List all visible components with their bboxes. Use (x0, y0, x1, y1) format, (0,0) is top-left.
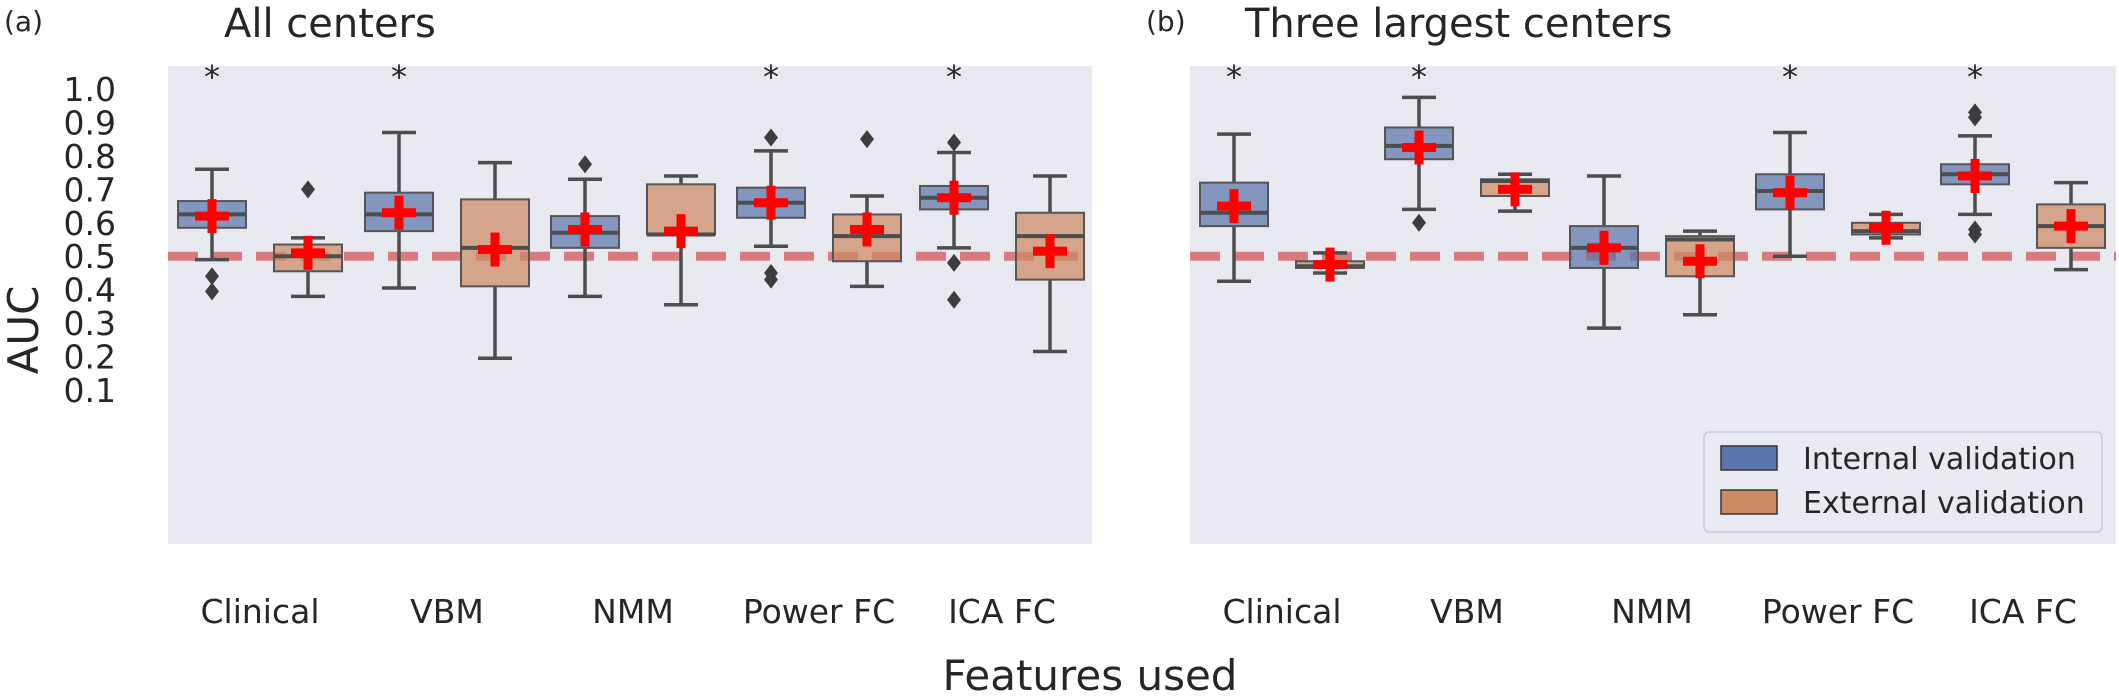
internal-outlier (1412, 213, 1426, 232)
significance-star: * (1411, 58, 1427, 96)
significance-star: * (1967, 58, 1983, 96)
x-tick-label: Clinical (1223, 592, 1342, 631)
x-tick-label: Clinical (201, 592, 320, 631)
panel-b-title: Three largest centers (1244, 1, 1672, 47)
x-tick-label: ICA FC (948, 592, 1056, 631)
internal-outlier (947, 290, 961, 309)
external-mean-marker (1045, 234, 1055, 269)
internal-mean-marker (1414, 130, 1424, 165)
panel-b-plot: Clinical * VBM * NMM Power FC * ICA FC * (1190, 58, 2116, 631)
x-tick-label: VBM (410, 592, 484, 631)
internal-mean-marker (1970, 158, 1980, 193)
significance-star: * (946, 58, 962, 96)
external-outlier (301, 180, 315, 199)
internal-mean-marker (580, 212, 590, 247)
external-mean-marker (2066, 209, 2076, 244)
internal-mean-marker (1785, 175, 1795, 210)
x-tick-label: Power FC (743, 592, 895, 631)
y-tick-labels: 0.10.20.30.40.50.60.70.80.91.0 (64, 70, 116, 410)
external-mean-marker (490, 232, 500, 267)
legend-internal-label: Internal validation (1803, 442, 2076, 477)
panel-a-plot: Clinical * VBM * NMM Power FC * ICA FC * (168, 58, 1092, 631)
legend-external-label: External validation (1803, 486, 2085, 521)
external-mean-marker (1881, 210, 1891, 245)
y-axis-label: AUC (0, 286, 48, 375)
internal-outlier (205, 267, 219, 286)
panel-a-background (168, 66, 1092, 544)
external-mean-marker (1695, 244, 1705, 279)
internal-outlier (764, 128, 778, 147)
internal-outlier (947, 253, 961, 272)
x-tick-label: NMM (1611, 592, 1693, 631)
y-tick-label: 0.4 (64, 271, 116, 310)
significance-star: * (391, 58, 407, 96)
x-tick-label: NMM (592, 592, 674, 631)
significance-star: * (763, 58, 779, 96)
external-mean-marker (1325, 247, 1335, 282)
panel-b-label: (b) (1146, 5, 1186, 38)
legend-external-swatch (1720, 489, 1778, 515)
internal-mean-marker (394, 195, 404, 230)
y-tick-label: 0.2 (64, 338, 116, 377)
internal-mean-marker (766, 185, 776, 220)
internal-outlier (578, 155, 592, 174)
y-tick-label: 0.7 (64, 170, 116, 209)
external-mean-marker (676, 214, 686, 249)
y-tick-label: 0.9 (64, 103, 116, 142)
y-tick-label: 0.5 (64, 237, 116, 276)
panel-a-title: All centers (224, 1, 436, 47)
legend-internal-swatch (1720, 445, 1778, 471)
internal-outlier (764, 270, 778, 289)
legend-frame (1703, 431, 2103, 533)
y-tick-label: 0.3 (64, 304, 116, 343)
internal-outlier (205, 282, 219, 301)
internal-mean-marker (1599, 230, 1609, 265)
y-tick-label: 0.6 (64, 204, 116, 243)
external-mean-marker (303, 235, 313, 270)
internal-outlier (1968, 108, 1982, 127)
internal-outlier (1968, 225, 1982, 244)
internal-mean-marker (1229, 189, 1239, 224)
internal-mean-marker (949, 180, 959, 215)
y-tick-label: 0.1 (64, 371, 116, 410)
internal-mean-marker (207, 199, 217, 234)
y-tick-label: 0.8 (64, 137, 116, 176)
panel-a-label: (a) (4, 5, 43, 38)
significance-star: * (1782, 58, 1798, 96)
significance-star: * (204, 58, 220, 96)
external-mean-marker (862, 212, 872, 247)
legend: Internal validation External validation (1703, 431, 2103, 533)
y-tick-label: 1.0 (64, 70, 116, 109)
external-outlier (860, 130, 874, 149)
x-tick-label: VBM (1430, 592, 1504, 631)
x-tick-label: ICA FC (1969, 592, 2077, 631)
significance-star: * (1226, 58, 1242, 96)
internal-outlier (947, 133, 961, 152)
x-tick-label: Power FC (1762, 592, 1914, 631)
external-mean-marker (1510, 172, 1520, 207)
x-axis-label: Features used (943, 651, 1238, 699)
